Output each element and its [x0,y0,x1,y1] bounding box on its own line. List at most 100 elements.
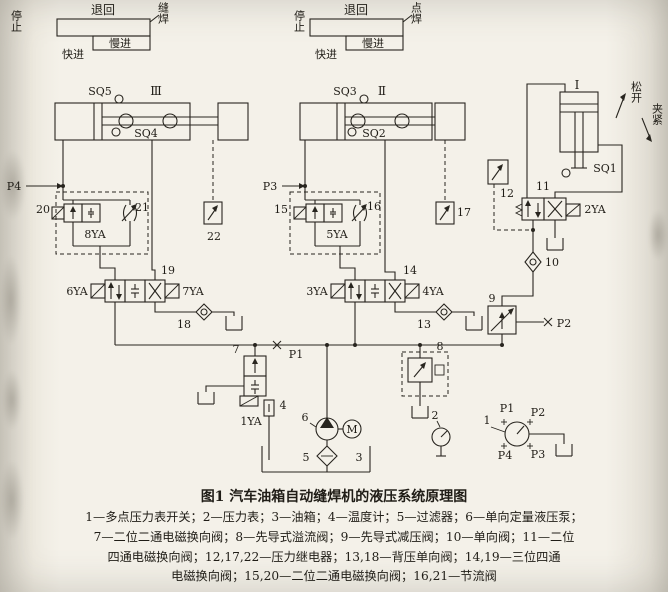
limit-switch-sq2-roller [347,127,357,137]
pressure-relay-22-body [203,201,223,225]
cylinder-3-cam-roller [162,113,178,129]
component-8-label: 8 [437,340,444,353]
solenoid-5ya-label: 5YA [326,228,348,241]
gauge-switch-p2-label: P2 [531,406,545,419]
pump-6: M 6 [302,345,362,446]
gauge-switch-p4-label: P4 [498,449,512,462]
cycle-left-return-label: 退回 [91,3,115,17]
solenoid-4ya [404,283,420,299]
caption-legend-line2: 7—二位二通电磁换向阀；8—先导式溢流阀；9—先导式减压阀；10—单向阀；11—… [94,529,575,544]
component-18-label: 18 [177,318,191,331]
component-11-label: 11 [536,180,550,193]
limit-switch-sq5-roller [114,94,124,104]
check-valve-18: 18 [177,303,243,331]
pressure-gauge-2: 2 [431,409,451,457]
relief-valve-8: 8 [401,340,449,419]
cycle-right-step-box-bottom [345,35,404,51]
solenoid-8ya-label: 8YA [84,228,106,241]
cycle-left-step-box-bottom [92,35,151,51]
scan-smudge [0,460,24,540]
cycle-right-step-box-top [309,18,404,37]
component-9-label: 9 [489,292,496,305]
relay-12-sense-line [493,184,533,231]
cycle-right-weld-tick [402,14,413,23]
scan-smudge [0,255,22,345]
valve-group-20-21-enclosure [55,191,149,255]
limit-switch-sq5-label: SQ5 [88,85,112,98]
pressure-relay-17-body [435,201,455,225]
limit-switch-sq4-roller [111,127,121,137]
solenoid-6ya-label: 6YA [66,285,88,298]
component-12-label: 12 [500,187,514,200]
limit-switch-sq3-roller [359,94,369,104]
tap-p1-label: P1 [289,348,303,361]
valve-group-15-16-enclosure [289,191,381,255]
gauge-switch-p1-label: P1 [500,402,514,415]
valve-11: 2YA 11 [514,180,607,252]
cycle-right-fast-label: 快进 [315,48,337,61]
cylinder-3-slide-block [217,102,249,141]
caption-legend-line4: 电磁换向阀；15,20—二位二通电磁换向阀；16,21—节流阀 [171,568,497,583]
valve-group-20-21: 20 8YA 21 [36,191,149,280]
valve-14-body [344,279,366,303]
check-valve-10-body [524,251,542,273]
component-14-label: 14 [403,264,417,277]
tap-p4-label: P4 [7,180,21,193]
tap-p3-label: P3 [263,180,277,193]
component-7-label: 7 [233,343,240,356]
solenoid-4ya-label: 4YA [422,285,444,298]
valve-group-15-16: 15 5YA 16 [274,191,381,280]
component-2-label: 2 [432,409,439,422]
valve-11-body [521,197,545,221]
component-1-label: 1 [484,414,491,427]
cylinder-1-numeral: Ⅰ [575,78,580,92]
main-pressure-line: P1 [115,340,504,361]
relief-valve-8-pilot [434,364,445,376]
cylinder-2-cam-roller [350,113,366,129]
pressure-relay-22: 22 [203,201,223,243]
valve-19: 6YA 7YA 19 [66,264,205,345]
caption-title: 图1 汽车油箱自动缝焊机的液压系统原理图 [201,488,468,505]
scan-smudge [2,370,22,430]
tank-3: 3 [261,446,371,473]
cycle-left-step-box-top [56,18,151,37]
solenoid-1ya-label: 1YA [240,415,262,428]
component-13-label: 13 [417,318,431,331]
cylinder-3-body [54,102,191,141]
cycle-diagram-left: 退回 慢进 快进 停止 缝焊 [10,1,170,61]
figure-caption: 图1 汽车油箱自动缝焊机的液压系统原理图 1—多点压力表开关；2—压力表；3—油… [85,488,582,583]
component-4-label: 4 [280,399,287,412]
limit-switch-sq4-label: SQ4 [134,127,158,140]
cylinder-3-numeral: Ⅲ [150,84,162,98]
component-16-label: 16 [367,200,381,213]
throttle-16-symbol [352,204,357,222]
component-10-label: 10 [545,256,559,269]
check-valve-10: 10 [501,251,559,306]
cylinder-2-cam-roller [394,113,410,129]
caption-legend-line1: 1—多点压力表开关；2—压力表；3—油箱；4—温度计；5—过滤器；6—单向定量液… [85,509,582,524]
cylinder-1: SQ1 Ⅰ 松开 夹紧 [526,78,664,198]
cycle-left-fast-label: 快进 [62,48,84,61]
solenoid-1ya [239,395,259,407]
limit-switch-sq2-label: SQ2 [362,127,386,140]
relief-valve-8-enclosure [401,351,449,397]
cylinder-3-cam-roller [118,113,134,129]
check-valve-18-body [195,303,213,321]
pressure-relay-17: 17 [435,201,471,225]
solenoid-6ya [90,283,106,299]
cycle-left-stop-label: 停止 [10,9,23,32]
solenoid-8ya [51,206,65,220]
cycle-left-weld-tick [149,14,160,23]
cylinder-1-body [559,91,599,153]
valve-19-body [104,279,126,303]
check-valve-13: 13 [417,303,483,331]
component-19-label: 19 [161,264,175,277]
solenoid-3ya-label: 3YA [306,285,328,298]
cylinder-2-numeral: Ⅱ [378,84,386,98]
component-6-label: 6 [302,411,309,424]
cylinder-3: SQ5 SQ4 Ⅲ P4 [7,84,249,280]
cylinder-2: SQ3 SQ2 Ⅱ P3 [263,84,466,280]
solenoid-7ya [164,283,180,299]
